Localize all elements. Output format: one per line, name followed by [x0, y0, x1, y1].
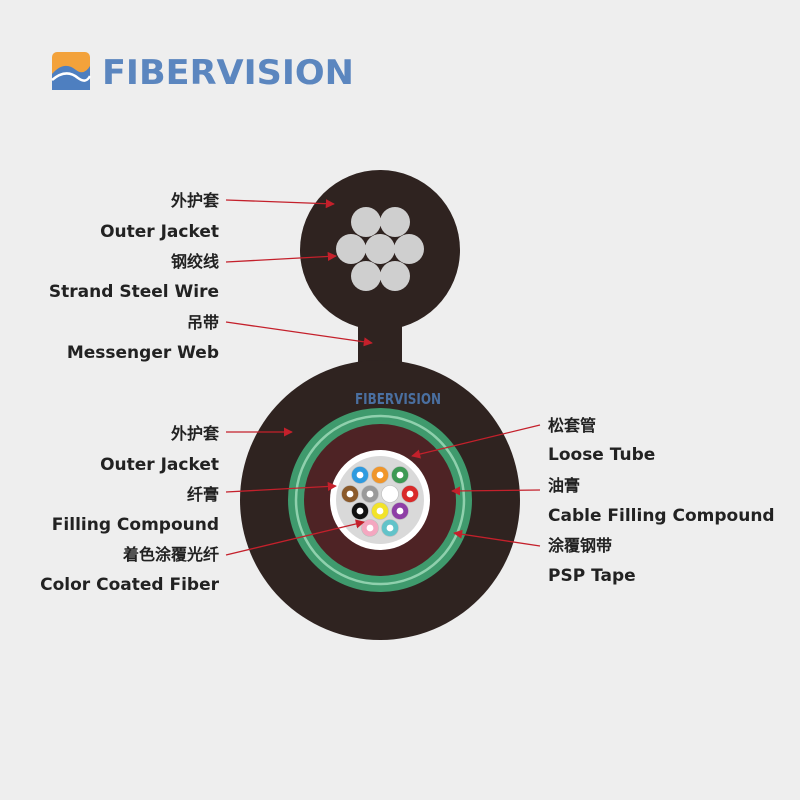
strand-wire [380, 261, 410, 291]
label-cn-psp-tape: 涂覆钢带 [548, 536, 612, 555]
arrow-messenger-web [225, 321, 373, 347]
jacket-brand-mark: FIBERVISION [355, 390, 441, 408]
label-en-outer-jacket: Outer Jacket [100, 222, 219, 242]
fiber-core [356, 507, 364, 515]
arrow-color-coated-fiber [225, 519, 365, 556]
fiber-core [376, 507, 384, 515]
right-labels: 松套管 Loose Tube 油膏 Cable Filling Compound… [548, 416, 775, 586]
arrow-loose-tube [411, 424, 541, 459]
strand-wire [336, 234, 366, 264]
label-cn-outer-jacket-2: 外护套 [170, 424, 220, 443]
left-labels: 外护套 Outer Jacket 钢绞线 Strand Steel Wire 吊… [40, 191, 220, 595]
strand-wire [394, 234, 424, 264]
label-cn-cable-filling-compound: 油膏 [548, 476, 580, 495]
label-en-loose-tube: Loose Tube [548, 445, 655, 465]
label-en-cable-filling-compound: Cable Filling Compound [548, 506, 775, 526]
fiber-core [386, 524, 394, 532]
steel-strands [336, 207, 424, 291]
fiber-core [376, 471, 384, 479]
label-en-psp-tape: PSP Tape [548, 566, 636, 586]
leader-arrows [225, 199, 541, 556]
label-cn-loose-tube: 松套管 [548, 416, 596, 435]
psp-tape-stripe [294, 414, 466, 586]
label-cn-filling-compound: 纤膏 [187, 485, 219, 504]
label-cn-outer-jacket: 外护套 [170, 191, 220, 210]
strand-wire [351, 261, 381, 291]
cable-core-section: FIBERVISION [240, 360, 520, 640]
arrow-strand-steel-wire [225, 251, 337, 263]
color-coated-fibers [341, 466, 419, 537]
logo-icon [51, 52, 92, 90]
fiber-core [346, 490, 354, 498]
strand-wire [365, 234, 395, 264]
fiber-core [366, 524, 374, 532]
brand-logo: FIBERVISION [51, 52, 354, 93]
fiber-core [406, 490, 414, 498]
fiber-core [366, 490, 374, 498]
label-en-messenger-web: Messenger Web [67, 343, 219, 363]
logo-wordmark: FIBERVISION [102, 53, 354, 93]
arrow-psp-tape [453, 529, 541, 547]
label-en-strand-steel-wire: Strand Steel Wire [49, 282, 219, 302]
strand-wire [380, 207, 410, 237]
label-cn-messenger-web: 吊带 [187, 313, 219, 332]
fiber-core [396, 507, 404, 515]
fiber-core [386, 490, 394, 498]
fiber-core [356, 471, 364, 479]
label-en-filling-compound: Filling Compound [52, 515, 219, 535]
fiber-core [396, 471, 404, 479]
label-en-color-coated-fiber: Color Coated Fiber [40, 575, 219, 595]
arrow-outer-jacket-top [225, 199, 335, 209]
arrow-cable-filling-compound [451, 486, 541, 496]
arrow-filling-compound [225, 481, 337, 493]
strand-wire [351, 207, 381, 237]
label-en-outer-jacket-2: Outer Jacket [100, 455, 219, 475]
label-cn-strand-steel-wire: 钢绞线 [171, 252, 219, 271]
label-cn-color-coated-fiber: 着色涂覆光纤 [122, 545, 219, 564]
